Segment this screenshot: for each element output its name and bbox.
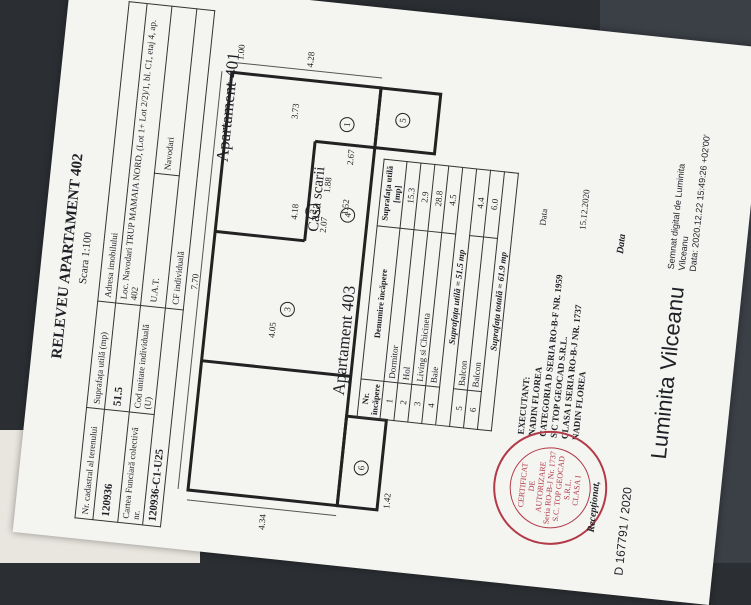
survey-document: RELEVEU APARTAMENT 402 Scara 1:100 Nr. c…: [12, 0, 751, 605]
room-number: 6: [356, 465, 366, 471]
plan-dimension: 4.28: [305, 51, 317, 68]
executant-date-label: Data: [537, 208, 550, 227]
executant-block: EXECUTANT: NADIN FLOREA CATEGORIA D SERI…: [516, 272, 599, 441]
plan-dimension: 2.67: [345, 148, 357, 165]
room-number-marker: [340, 207, 356, 223]
room-number-marker: [339, 117, 355, 133]
plan-dimension: 7.70: [189, 273, 201, 290]
plan-dimension: 1.88: [322, 176, 334, 193]
plan-dimension: 3.73: [289, 102, 301, 119]
plan-balcony: [373, 86, 443, 156]
room-number: 4: [342, 212, 352, 218]
plan-dimension: 1.52: [340, 199, 352, 216]
room-number: 3: [282, 306, 292, 312]
plan-dimension: 2.07: [318, 216, 330, 233]
room-number-marker: [395, 112, 411, 128]
floor-plan-drawing: 7.70 4.05 4.18 3.73 4.28 1.00 2.07 1.88 …: [177, 43, 443, 530]
signer-name: Luminita Vilceanu: [645, 285, 689, 461]
room-number-marker: [279, 301, 295, 317]
plan-dimension: 1.42: [381, 493, 393, 510]
plan-inner-wall: [201, 359, 351, 378]
plan-dimension: 4.05: [266, 321, 278, 338]
room-number: 2: [308, 209, 318, 215]
plan-balcony: [335, 414, 389, 512]
room-number-marker: [305, 203, 321, 219]
executant-date: 15.12.2020: [577, 188, 592, 231]
rooms-table: Nr. încăpere Denumire încăpere Suprafața…: [357, 159, 519, 432]
stamp-text: CERTIFICAT DE AUTORIZARE Seria RO-B-J Nr…: [514, 445, 585, 531]
plan-outer-wall: [186, 70, 383, 508]
room-number: 1: [342, 122, 352, 128]
authorization-stamp: CERTIFICAT DE AUTORIZARE Seria RO-B-J Nr…: [484, 422, 616, 554]
plan-dim-line: [186, 499, 337, 517]
plan-dim-line: [232, 61, 383, 79]
stamp-ring: [493, 430, 608, 545]
plan-dimension: 1.00: [235, 43, 247, 60]
plan-dim-line: [177, 71, 223, 489]
reception-date-label: Data: [615, 233, 629, 255]
plan-inner-wall: [314, 139, 375, 150]
room-number-marker: [353, 460, 369, 476]
floor-plan: 7.70 4.05 4.18 3.73 4.28 1.00 2.07 1.88 …: [164, 11, 517, 560]
room-number: 5: [398, 117, 408, 123]
plan-dimension: 4.34: [256, 513, 268, 530]
plan-inner-wall: [215, 229, 305, 243]
plan-dimension: 4.18: [289, 203, 301, 220]
digital-signature-info: Semnat digital de Luminita Vilceanu Data…: [665, 133, 712, 273]
plan-inner-wall: [303, 141, 317, 241]
